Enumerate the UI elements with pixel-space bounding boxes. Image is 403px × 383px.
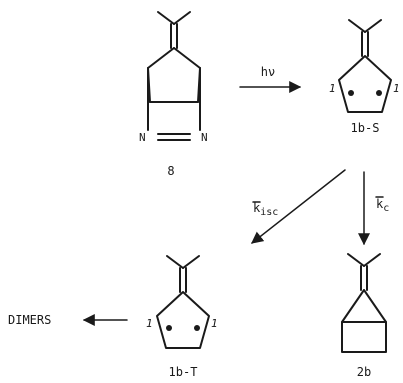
compound-8-n-left: N	[139, 131, 146, 144]
compound-8-structure	[147, 11, 201, 141]
cyclization-rate-symbol: k	[376, 197, 384, 211]
isc-rate-symbol: k	[253, 201, 261, 215]
compound-1b-t-structure	[156, 255, 210, 349]
compound-2b-structure	[341, 253, 387, 353]
compound-8-n-right: N	[201, 131, 208, 144]
compound-1b-t-mark-right: 1	[211, 317, 218, 330]
radical-dot-right	[376, 90, 382, 96]
compound-2b-label: 2b	[357, 365, 371, 379]
radical-dot-right	[194, 325, 200, 331]
radical-dot-left	[348, 90, 354, 96]
dimers-label: DIMERS	[8, 313, 51, 327]
compound-1b-s-mark-right: 1	[393, 82, 400, 95]
compound-1b-s-label: 1b-S	[351, 121, 380, 135]
compound-1b-s-mark-left: 1	[329, 82, 336, 95]
isc-rate-label: kisc	[253, 201, 278, 218]
compound-8-label: 8	[167, 164, 174, 178]
photolysis-label: hν	[261, 65, 275, 79]
isc-arrow	[251, 169, 346, 244]
compound-1b-t-mark-left: 1	[146, 317, 153, 330]
radical-dot-left	[166, 325, 172, 331]
isc-rate-subscript: isc	[260, 207, 278, 218]
compound-1b-s-structure	[338, 19, 392, 113]
compound-1b-t-label: 1b-T	[169, 365, 198, 379]
cyclization-rate-subscript: c	[383, 203, 389, 214]
cyclization-rate-label: kc	[376, 197, 389, 214]
